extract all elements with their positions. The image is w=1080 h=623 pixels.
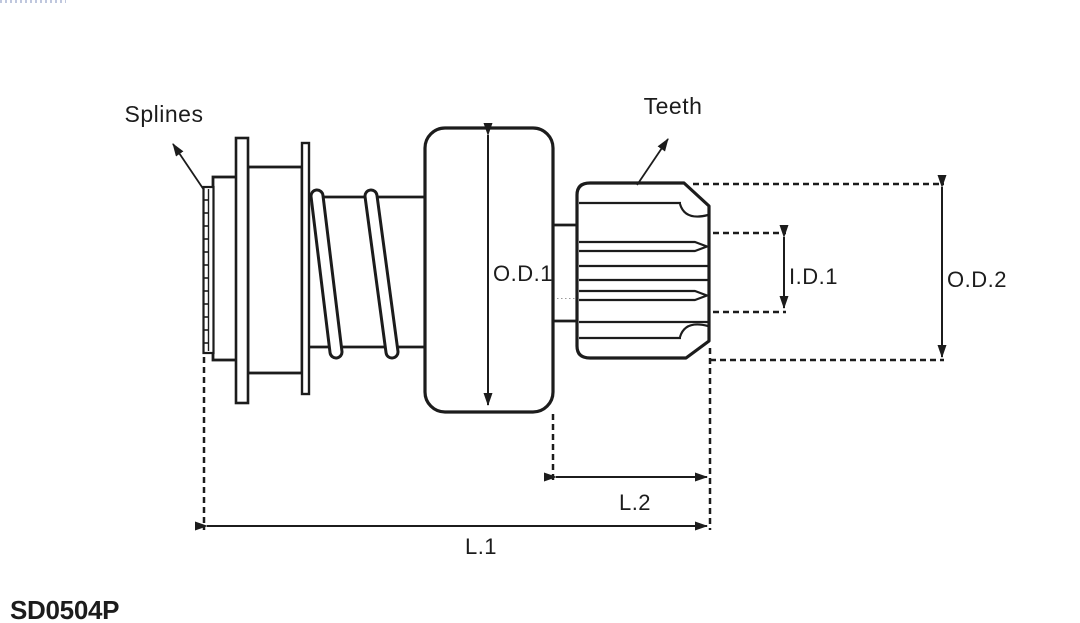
pointed-tooth-upper bbox=[579, 240, 709, 253]
teeth-leader-arrow bbox=[636, 138, 669, 186]
collar-cylinder bbox=[211, 175, 239, 362]
od1-label: O.D.1 bbox=[493, 261, 553, 286]
flange-disc-front bbox=[234, 136, 250, 405]
extension-lines bbox=[202, 182, 944, 530]
splined-shaft-end bbox=[202, 185, 215, 355]
od2-label: O.D.2 bbox=[947, 267, 1007, 292]
gear-teeth-lines bbox=[579, 201, 709, 340]
tooth-fillet-bottom bbox=[678, 323, 709, 338]
l2-label: L.2 bbox=[619, 490, 651, 515]
pinion-gear bbox=[575, 181, 711, 360]
scan-artifact-dotted-line bbox=[0, 0, 66, 3]
teeth-label: Teeth bbox=[644, 93, 703, 119]
pointed-tooth-lower bbox=[579, 289, 709, 302]
part-number: SD0504P bbox=[10, 595, 119, 623]
middle-cylinder bbox=[246, 165, 304, 375]
splines-label: Splines bbox=[125, 101, 204, 127]
pinion-shaft bbox=[553, 223, 578, 323]
tooth-fillet-top bbox=[678, 203, 709, 218]
l1-label: L.1 bbox=[465, 534, 497, 559]
spring-coil bbox=[309, 188, 400, 360]
flange-disc-rear bbox=[300, 141, 311, 396]
id1-label: I.D.1 bbox=[789, 264, 838, 289]
splines-leader-arrow bbox=[172, 143, 205, 191]
